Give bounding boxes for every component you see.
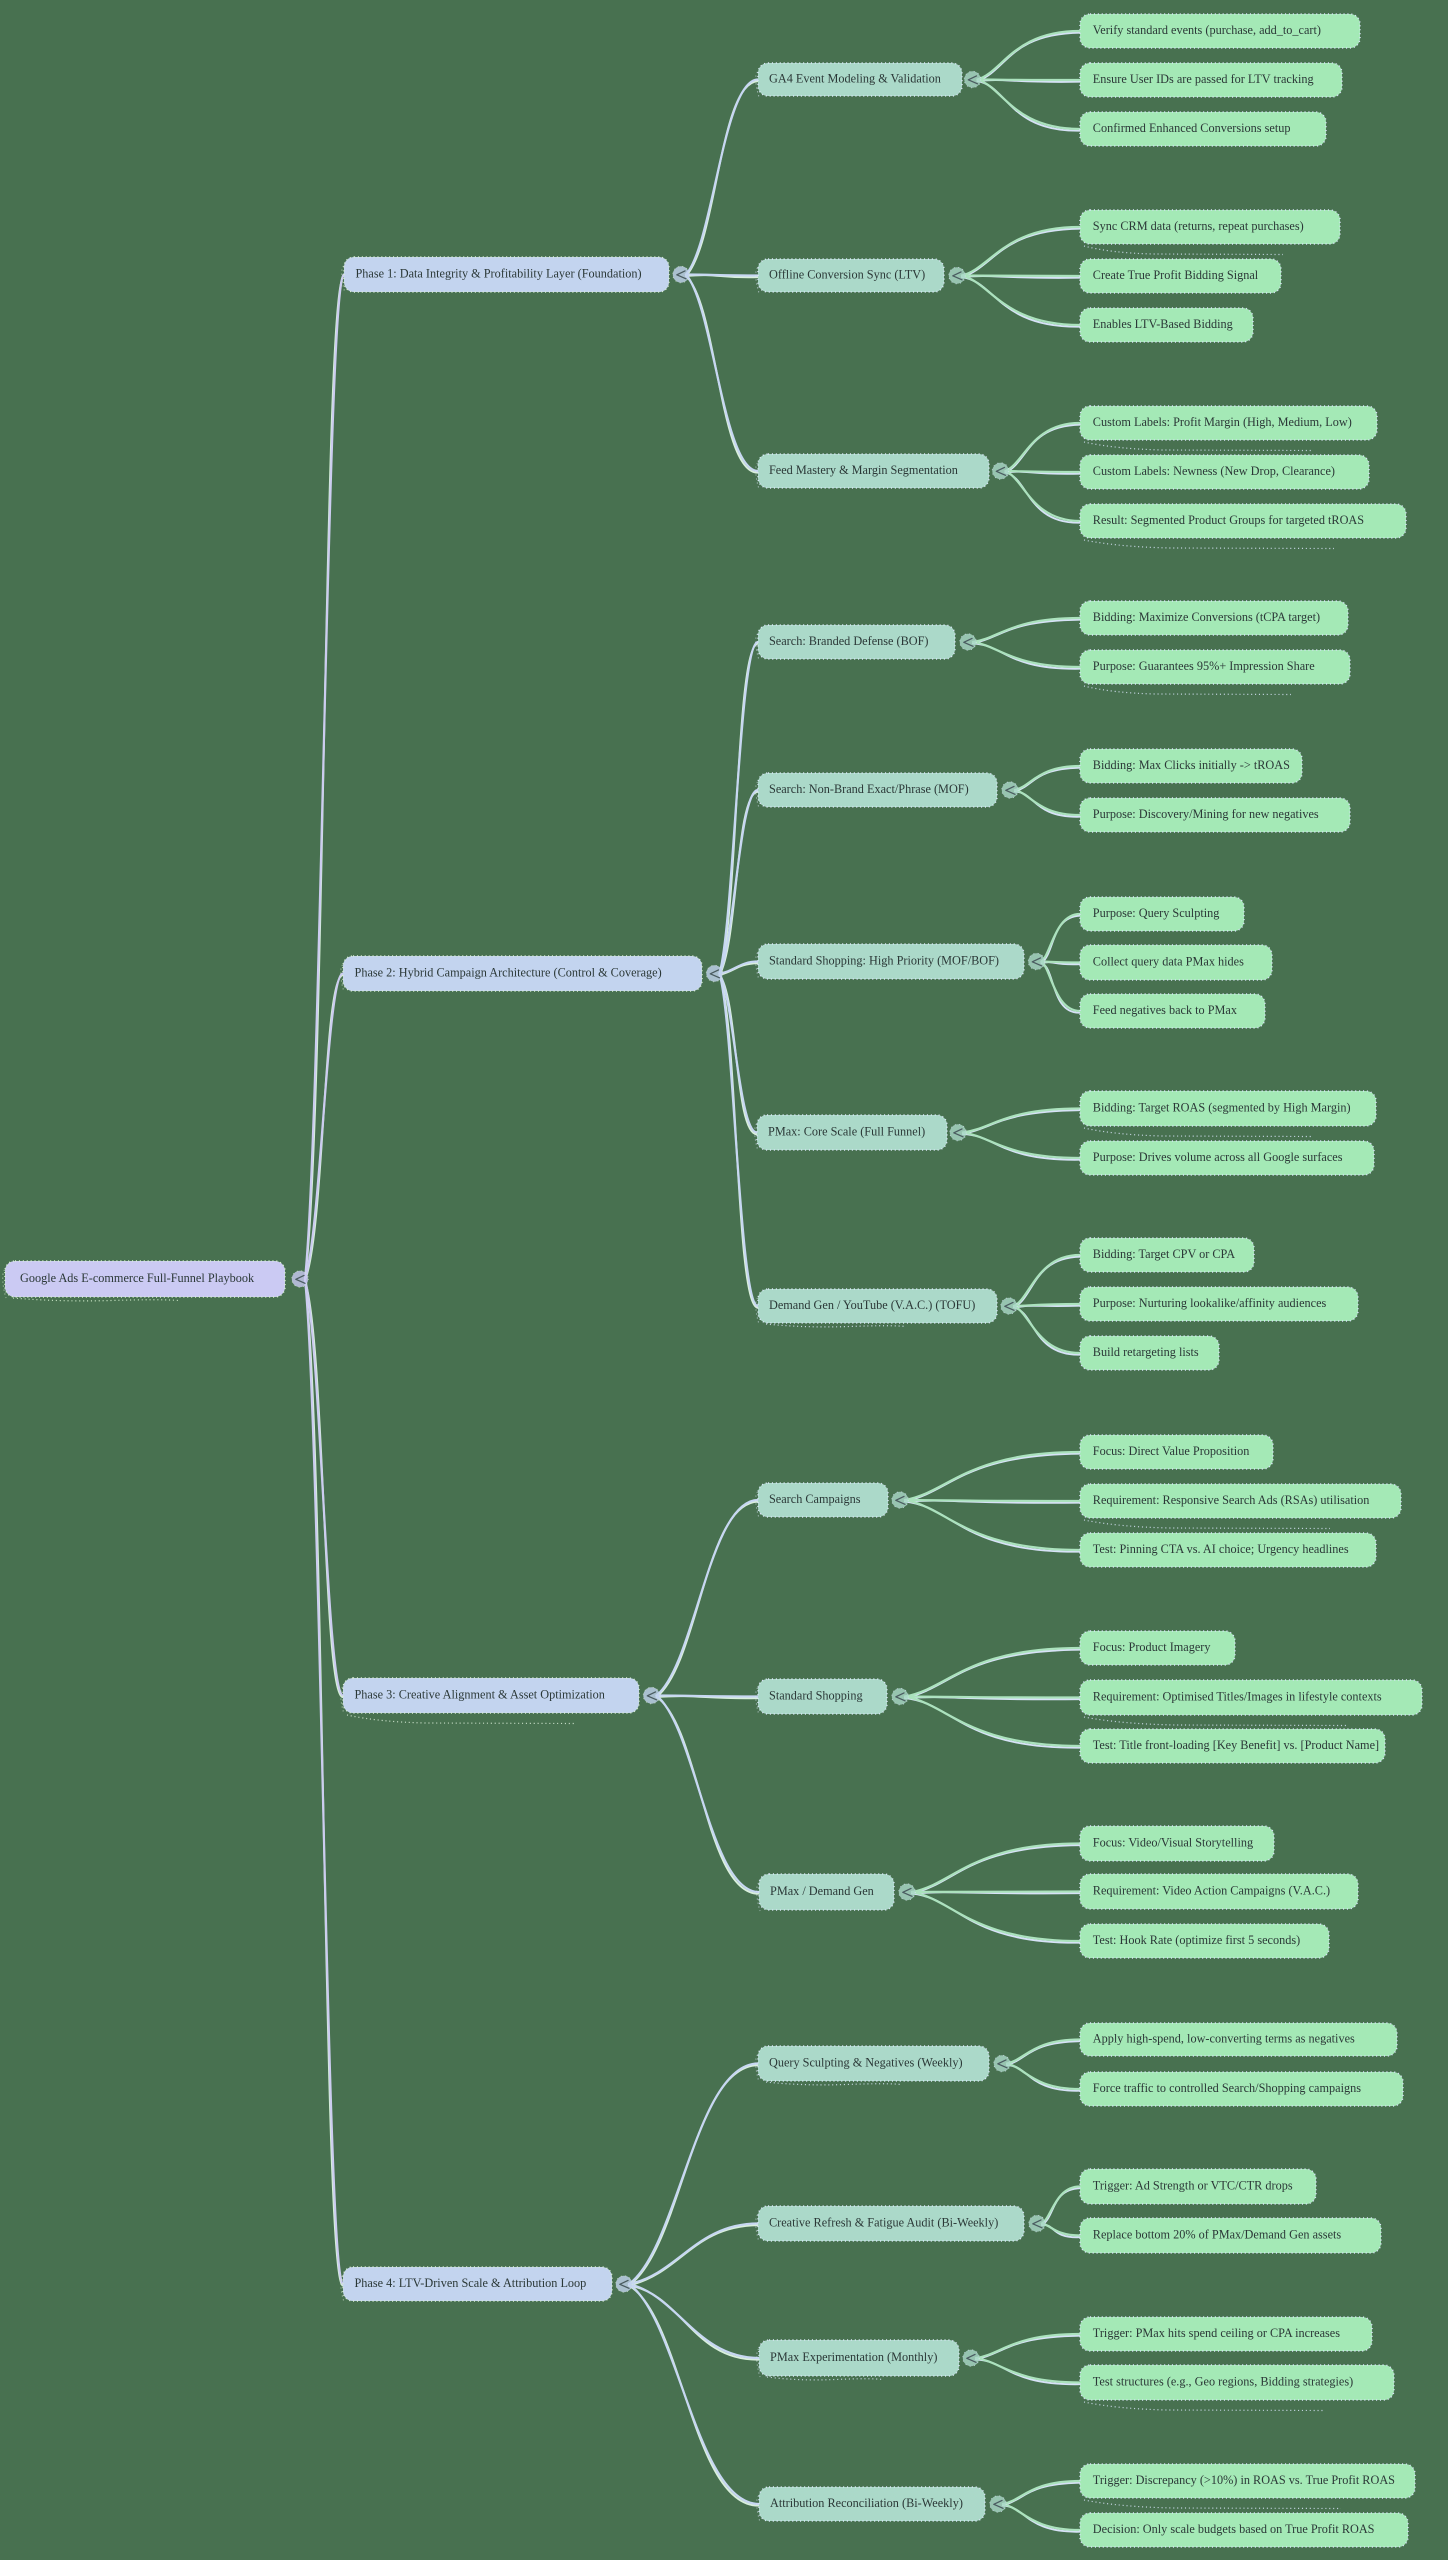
- svg-text:Standard Shopping: Standard Shopping: [769, 1688, 863, 1703]
- svg-text:Bidding: Target ROAS (segmente: Bidding: Target ROAS (segmented by High …: [1093, 1100, 1351, 1115]
- svg-text:Decision: Only scale budgets b: Decision: Only scale budgets based on Tr…: [1093, 2521, 1375, 2536]
- svg-text:Search Campaigns: Search Campaigns: [769, 1491, 861, 1506]
- svg-text:Bidding: Max Clicks initially: Bidding: Max Clicks initially -> tROAS: [1093, 757, 1290, 772]
- svg-text:Feed negatives back to PMax: Feed negatives back to PMax: [1093, 1002, 1238, 1017]
- svg-text:Custom Labels: Profit Margin (: Custom Labels: Profit Margin (High, Medi…: [1093, 414, 1352, 429]
- svg-text:Trigger: Discrepancy (>10%) in: Trigger: Discrepancy (>10%) in ROAS vs. …: [1093, 2472, 1395, 2487]
- svg-text:Search: Branded Defense (BOF): Search: Branded Defense (BOF): [769, 633, 929, 648]
- svg-text:Focus: Video/Visual Storytelli: Focus: Video/Visual Storytelling: [1093, 1835, 1254, 1850]
- svg-text:Offline Conversion Sync (LTV): Offline Conversion Sync (LTV): [769, 267, 925, 282]
- svg-text:Bidding: Target CPV or CPA: Bidding: Target CPV or CPA: [1093, 1246, 1236, 1261]
- svg-text:Enables LTV-Based Bidding: Enables LTV-Based Bidding: [1093, 316, 1233, 331]
- svg-text:Test: Pinning CTA vs. AI choic: Test: Pinning CTA vs. AI choice; Urgency…: [1093, 1541, 1349, 1556]
- svg-text:Create True Profit Bidding Sig: Create True Profit Bidding Signal: [1093, 267, 1259, 282]
- svg-text:Build retargeting lists: Build retargeting lists: [1093, 1344, 1199, 1359]
- svg-text:Purpose: Drives volume across: Purpose: Drives volume across all Google…: [1093, 1149, 1343, 1164]
- svg-text:PMax Experimentation (Monthly): PMax Experimentation (Monthly): [770, 2349, 937, 2364]
- svg-text:PMax: Core Scale (Full Funnel): PMax: Core Scale (Full Funnel): [768, 1124, 925, 1139]
- svg-text:Result: Segmented Product Grou: Result: Segmented Product Groups for tar…: [1093, 512, 1364, 527]
- svg-text:Phase 4: LTV-Driven Scale & At: Phase 4: LTV-Driven Scale & Attribution …: [355, 2275, 587, 2290]
- svg-text:Purpose: Discovery/Mining for: Purpose: Discovery/Mining for new negati…: [1093, 806, 1319, 821]
- svg-text:Requirement: Responsive Search: Requirement: Responsive Search Ads (RSAs…: [1093, 1492, 1370, 1507]
- svg-text:Query Sculpting & Negatives (W: Query Sculpting & Negatives (Weekly): [769, 2055, 963, 2070]
- svg-text:Trigger: Ad Strength or VTC/CT: Trigger: Ad Strength or VTC/CTR drops: [1093, 2178, 1293, 2193]
- svg-text:Replace bottom 20% of PMax/Dem: Replace bottom 20% of PMax/Demand Gen as…: [1093, 2227, 1341, 2242]
- svg-text:Trigger: PMax hits spend ceili: Trigger: PMax hits spend ceiling or CPA …: [1093, 2325, 1340, 2340]
- svg-text:Demand Gen / YouTube (V.A.C.): Demand Gen / YouTube (V.A.C.) (TOFU): [769, 1297, 975, 1312]
- svg-text:Custom Labels: Newness (New Dr: Custom Labels: Newness (New Drop, Cleara…: [1093, 463, 1335, 478]
- svg-text:Creative Refresh & Fatigue Aud: Creative Refresh & Fatigue Audit (Bi-Wee…: [769, 2215, 998, 2230]
- svg-text:Ensure User IDs are passed for: Ensure User IDs are passed for LTV track…: [1093, 71, 1314, 86]
- svg-text:Requirement: Video Action Camp: Requirement: Video Action Campaigns (V.A…: [1093, 1883, 1330, 1898]
- svg-text:Feed Mastery & Margin Segmenta: Feed Mastery & Margin Segmentation: [769, 462, 958, 477]
- svg-text:Test structures (e.g., Geo reg: Test structures (e.g., Geo regions, Bidd…: [1093, 2374, 1353, 2389]
- svg-text:Confirmed Enhanced Conversions: Confirmed Enhanced Conversions setup: [1093, 120, 1291, 135]
- svg-text:Purpose: Guarantees 95%+ Impre: Purpose: Guarantees 95%+ Impression Shar…: [1093, 658, 1315, 673]
- svg-text:Bidding: Maximize Conversions: Bidding: Maximize Conversions (tCPA targ…: [1093, 609, 1320, 624]
- svg-text:Verify standard events (purcha: Verify standard events (purchase, add_to…: [1093, 22, 1321, 37]
- svg-text:Sync CRM data (returns, repeat: Sync CRM data (returns, repeat purchases…: [1093, 218, 1304, 233]
- svg-text:Google Ads E-commerce Full-Fun: Google Ads E-commerce Full-Funnel Playbo…: [20, 1270, 255, 1285]
- svg-text:Attribution Reconciliation (Bi: Attribution Reconciliation (Bi-Weekly): [770, 2495, 963, 2510]
- svg-text:Force traffic to controlled Se: Force traffic to controlled Search/Shopp…: [1093, 2080, 1361, 2095]
- svg-text:Test: Hook Rate (optimize firs: Test: Hook Rate (optimize first 5 second…: [1093, 1932, 1300, 1947]
- svg-text:Collect query data PMax hides: Collect query data PMax hides: [1093, 954, 1244, 969]
- svg-text:Focus: Product Imagery: Focus: Product Imagery: [1093, 1639, 1211, 1654]
- svg-text:Phase 2: Hybrid Campaign Archi: Phase 2: Hybrid Campaign Architecture (C…: [355, 965, 662, 980]
- svg-text:Requirement: Optimised Titles/: Requirement: Optimised Titles/Images in …: [1093, 1689, 1382, 1704]
- svg-text:GA4 Event Modeling & Validatio: GA4 Event Modeling & Validation: [769, 71, 941, 86]
- svg-text:PMax / Demand Gen: PMax / Demand Gen: [770, 1883, 874, 1898]
- svg-text:Standard Shopping: High Priori: Standard Shopping: High Priority (MOF/BO…: [769, 953, 999, 968]
- svg-text:Phase 1: Data Integrity & Prof: Phase 1: Data Integrity & Profitability …: [356, 266, 642, 281]
- svg-text:Purpose: Nurturing lookalike/a: Purpose: Nurturing lookalike/affinity au…: [1093, 1295, 1327, 1310]
- svg-text:Search: Non-Brand Exact/Phrase: Search: Non-Brand Exact/Phrase (MOF): [769, 781, 969, 796]
- svg-text:Test: Title front-loading [Key: Test: Title front-loading [Key Benefit] …: [1093, 1737, 1379, 1752]
- svg-text:Purpose: Query Sculpting: Purpose: Query Sculpting: [1093, 905, 1220, 920]
- svg-text:Phase 3: Creative Alignment &: Phase 3: Creative Alignment & Asset Opti…: [355, 1687, 606, 1702]
- svg-text:Apply high-spend, low-converti: Apply high-spend, low-converting terms a…: [1093, 2031, 1355, 2046]
- svg-text:Focus: Direct Value Propositio: Focus: Direct Value Proposition: [1093, 1443, 1250, 1458]
